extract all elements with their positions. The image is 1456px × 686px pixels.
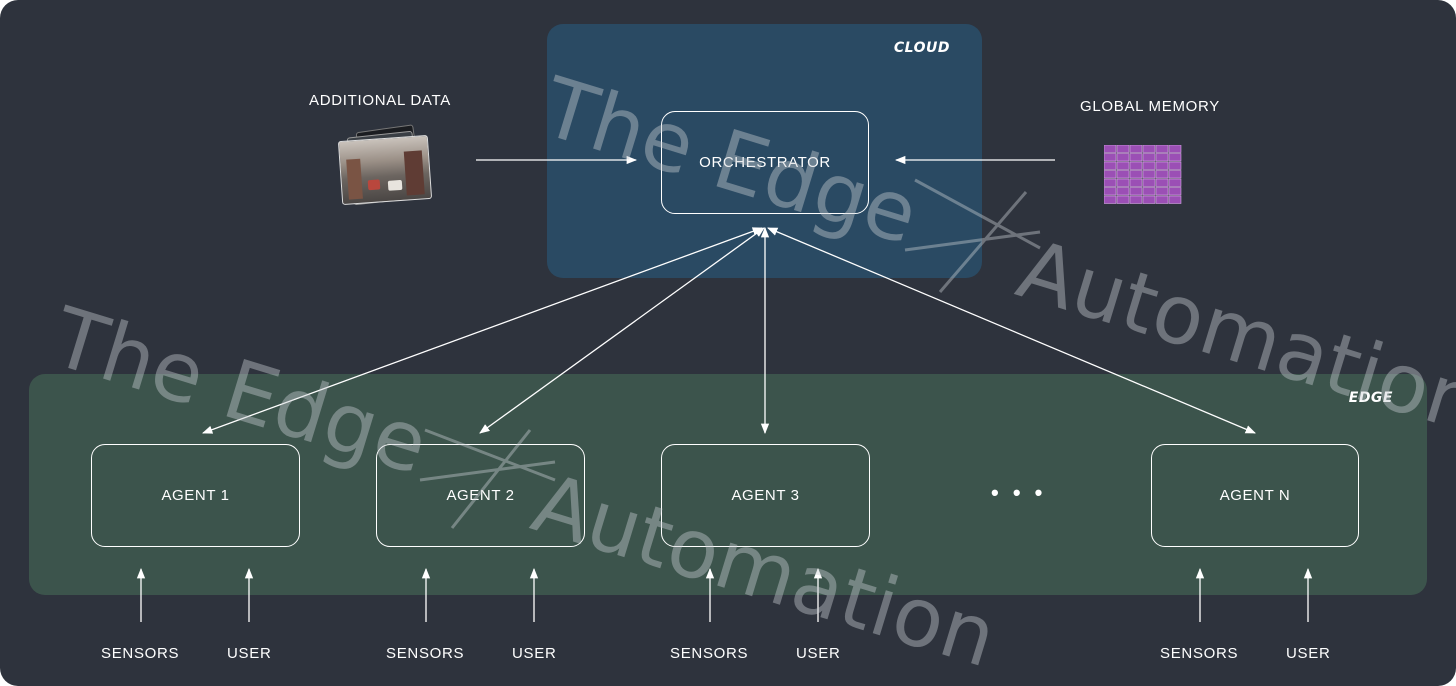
agent-label: AGENT 3 — [731, 487, 800, 504]
user-label: USER — [1286, 645, 1331, 662]
memory-blocks-icon — [1104, 145, 1182, 204]
more-agents-ellipsis: • • • — [991, 480, 1047, 505]
agent-node: AGENT 3 — [661, 444, 870, 547]
agent-node: AGENT 1 — [91, 444, 300, 547]
sensors-label: SENSORS — [386, 645, 465, 662]
orchestrator-node: ORCHESTRATOR — [661, 111, 869, 214]
agent-label: AGENT 2 — [446, 487, 515, 504]
orchestrator-label: ORCHESTRATOR — [699, 154, 831, 171]
sensors-label: SENSORS — [1160, 645, 1239, 662]
agent-node: AGENT N — [1151, 444, 1359, 547]
additional-data-label: ADDITIONAL DATA — [309, 92, 451, 109]
user-label: USER — [796, 645, 841, 662]
agent-node: AGENT 2 — [376, 444, 585, 547]
edge-region-label: EDGE — [1348, 390, 1393, 406]
cloud-region-label: CLOUD — [893, 40, 950, 56]
global-memory-label: GLOBAL MEMORY — [1080, 98, 1220, 115]
agent-label: AGENT N — [1219, 487, 1291, 504]
sensors-label: SENSORS — [101, 645, 180, 662]
user-label: USER — [512, 645, 557, 662]
sensors-label: SENSORS — [670, 645, 749, 662]
orchestrator-agent2-arrow — [479, 227, 765, 434]
agent-label: AGENT 1 — [161, 487, 230, 504]
orchestrator-agentn-arrow — [767, 227, 1256, 434]
user-label: USER — [227, 645, 272, 662]
